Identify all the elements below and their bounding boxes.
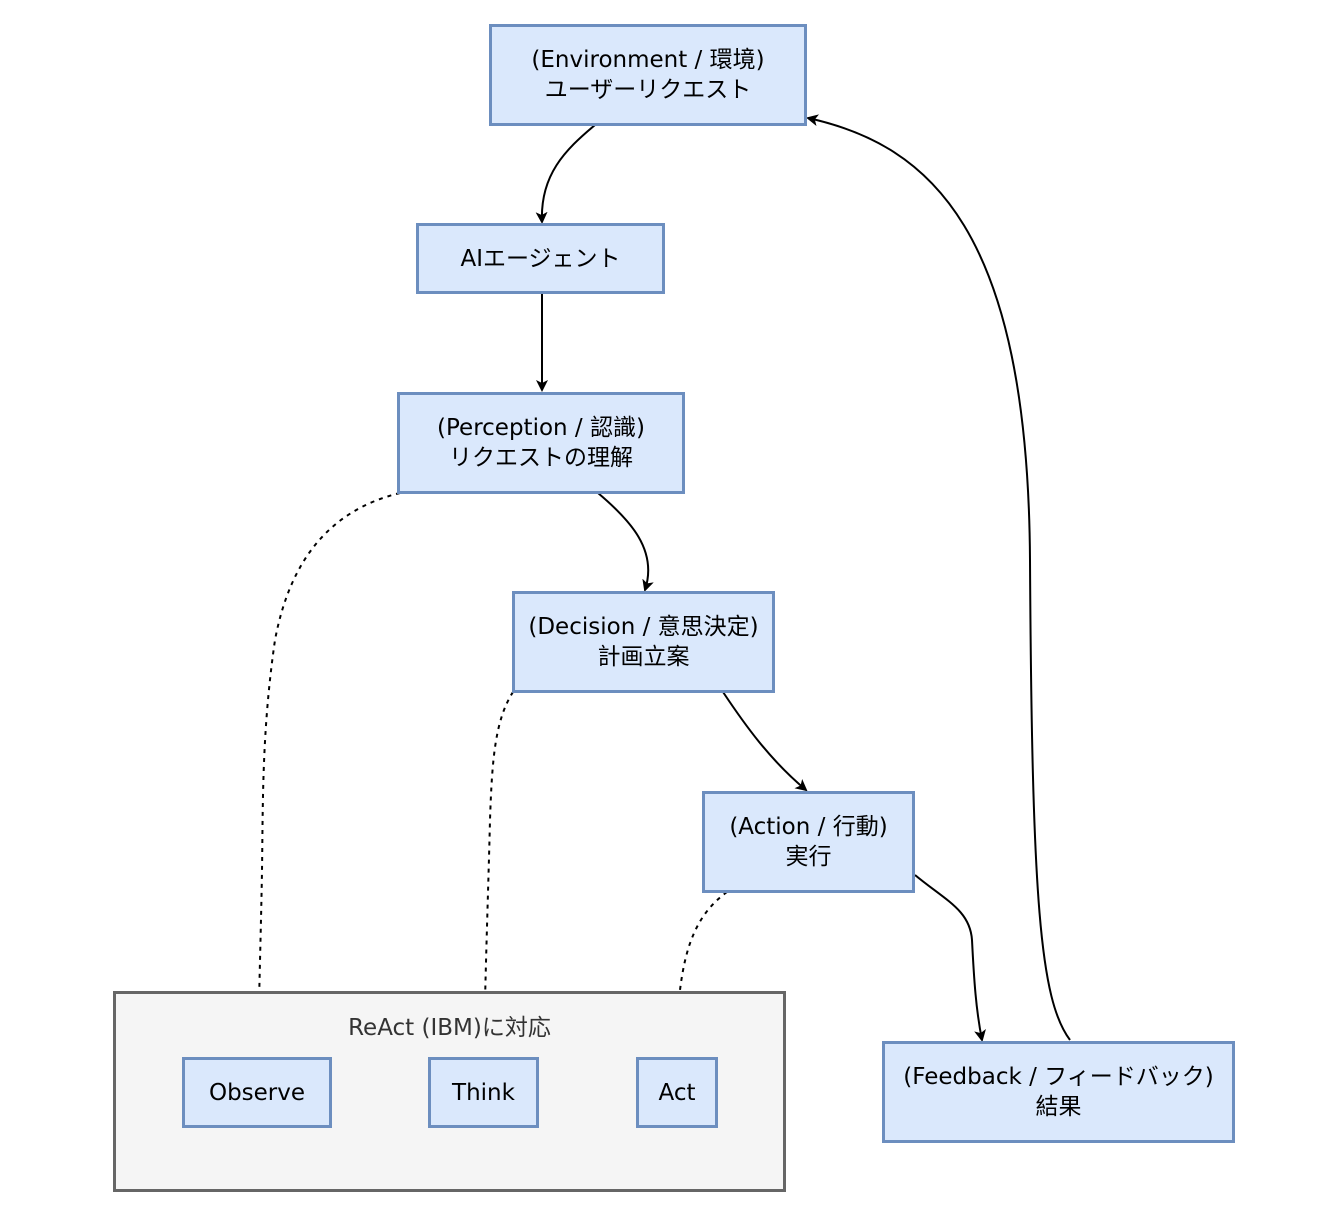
edge-environment-to-agent (535, 124, 596, 224)
edge-decision-to-action (722, 691, 808, 792)
react-group-label: ReAct (IBM)に対応 (348, 1015, 551, 1041)
environment-node[interactable]: (Environment / 環境) ユーザーリクエスト (489, 24, 807, 126)
edge-perception-to-observe (252, 492, 401, 1059)
decision-node-subtitle: 計画立案 (597, 644, 690, 670)
action-node-subtitle: 実行 (785, 844, 832, 870)
act-node-label: Act (658, 1079, 696, 1106)
ai-agent-node-label: AIエージェント (460, 245, 621, 272)
decision-node[interactable]: (Decision / 意思決定) 計画立案 (512, 591, 775, 693)
decision-node-title: (Decision / 意思決定) (528, 614, 759, 640)
edge-decision-to-think (478, 691, 514, 1059)
action-node-title: (Action / 行動) (729, 814, 888, 840)
observe-node-label: Observe (208, 1079, 306, 1106)
act-node[interactable]: Act (636, 1057, 718, 1128)
perception-node-subtitle: リクエストの理解 (449, 445, 633, 471)
action-node[interactable]: (Action / 行動) 実行 (702, 791, 915, 893)
environment-node-subtitle: ユーザーリクエスト (544, 77, 752, 103)
think-node[interactable]: Think (428, 1057, 539, 1128)
feedback-node-title: (Feedback / フィードバック) (903, 1064, 1214, 1090)
environment-node-title: (Environment / 環境) (531, 47, 765, 73)
edge-action-to-act (671, 891, 728, 1059)
edge-perception-to-decision (597, 492, 654, 592)
perception-node[interactable]: (Perception / 認識) リクエストの理解 (397, 392, 685, 494)
feedback-node-subtitle: 結果 (1035, 1094, 1082, 1120)
edge-feedback-to-environment (806, 114, 1071, 1041)
observe-node[interactable]: Observe (182, 1057, 332, 1128)
feedback-node[interactable]: (Feedback / フィードバック) 結果 (882, 1041, 1235, 1143)
perception-node-title: (Perception / 認識) (437, 415, 645, 441)
ai-agent-node[interactable]: AIエージェント (416, 223, 665, 294)
think-node-label: Think (452, 1079, 515, 1106)
edge-action-to-feedback (914, 874, 986, 1042)
